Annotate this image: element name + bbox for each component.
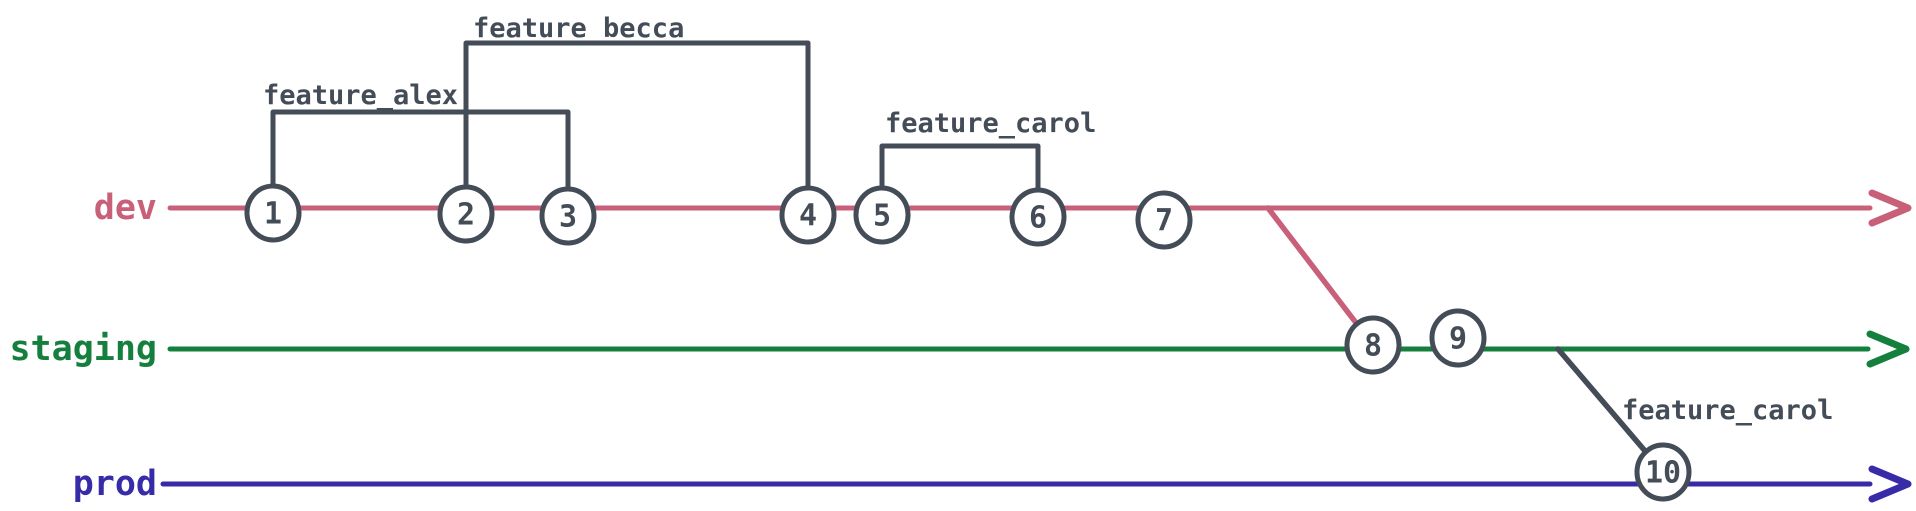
commit-circle-6	[1009, 187, 1067, 247]
commit-number-6: 6	[1029, 201, 1047, 236]
commit-node-4: 4	[779, 185, 837, 245]
branch-arrow-icon-staging	[1866, 330, 1910, 368]
branch-label-prod: prod	[73, 464, 157, 504]
commit-number-4: 4	[799, 199, 817, 234]
commit-number-8: 8	[1364, 329, 1382, 364]
commit-node-9: 9	[1429, 308, 1487, 368]
branch-label-dev: dev	[94, 188, 157, 228]
commit-circle-3	[539, 186, 597, 246]
feature-bracket-feature_carol	[879, 143, 1041, 192]
commit-number-5: 5	[873, 199, 891, 234]
feature-label-feature_alex: feature_alex	[263, 80, 458, 111]
commit-circle-9	[1429, 308, 1487, 368]
commit-circle-8	[1344, 315, 1402, 375]
branch-label-staging: staging	[9, 329, 157, 369]
feature-label-feature_becca: feature_becca	[473, 13, 684, 44]
commit-number-9: 9	[1449, 322, 1467, 357]
feature-bracket-feature_alex	[270, 109, 571, 191]
commit-number-1: 1	[264, 197, 282, 232]
commit-node-6: 6	[1009, 187, 1067, 247]
commit-node-5: 5	[853, 185, 911, 245]
commit-circle-2	[437, 184, 495, 244]
commit-node-3: 3	[539, 186, 597, 246]
commit-node-1: 1	[244, 183, 302, 243]
commit-circle-5	[853, 185, 911, 245]
feature-bracket-feature_becca	[463, 40, 811, 190]
commit-circle-10	[1634, 442, 1692, 502]
commit-node-7: 7	[1135, 190, 1193, 250]
commit-number-7: 7	[1155, 204, 1173, 239]
commit-number-10: 10	[1645, 456, 1681, 491]
branch-arrow-icon-dev	[1868, 189, 1912, 227]
commit-number-2: 2	[457, 198, 475, 233]
commit-node-8: 8	[1344, 315, 1402, 375]
commit-circle-7	[1135, 190, 1193, 250]
commit-circle-4	[779, 185, 837, 245]
commit-node-2: 2	[437, 184, 495, 244]
merge-edge-label-feature_carol: feature_carol	[1622, 395, 1833, 426]
commit-circle-1	[244, 183, 302, 243]
commit-node-10: 10	[1634, 442, 1692, 502]
branch-arrow-icon-prod	[1868, 465, 1912, 503]
feature-label-feature_carol: feature_carol	[885, 108, 1096, 139]
commit-number-3: 3	[559, 200, 577, 235]
